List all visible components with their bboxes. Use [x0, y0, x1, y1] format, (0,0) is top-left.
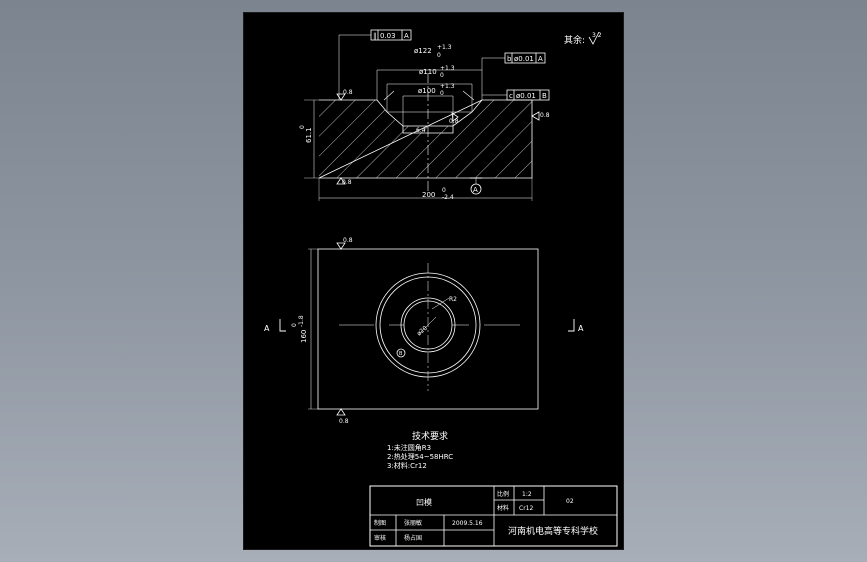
- rough-right-value: 0.8: [540, 112, 550, 119]
- section-arrow-left: [279, 319, 286, 332]
- rough-top-value: 0.8: [343, 89, 353, 96]
- rough-plan-bot: 0.8: [339, 418, 349, 425]
- plan-view: [317, 248, 539, 410]
- gdt-c-sym: c: [509, 92, 513, 100]
- dim-d122-lo: 0: [437, 52, 441, 59]
- tb-check-label: 审核: [374, 534, 386, 542]
- gdt-c-frame: c ø0.01 B: [482, 89, 550, 101]
- datum-a-label: A: [473, 186, 478, 194]
- dim-d122: ø122: [414, 47, 432, 55]
- dim-d110: ø110: [419, 68, 437, 76]
- tb-material-label: 材料: [497, 504, 509, 512]
- tech-item-3: 3:材料:Cr12: [387, 461, 427, 470]
- roughness-plan-top-icon: [336, 242, 346, 250]
- datum-b-label: B: [399, 351, 403, 357]
- tb-part-name: 凹模: [416, 497, 432, 507]
- tech-title: 技术要求: [412, 430, 448, 442]
- title-block: [369, 485, 618, 547]
- roughness-plan-bot-icon: [336, 408, 346, 416]
- gdt-flatness-sym: ∥: [373, 32, 377, 40]
- roughness-rest-value: 3.2: [592, 32, 602, 39]
- section-label-right: A: [578, 324, 584, 333]
- section-arrow-right: [568, 319, 575, 332]
- gdt-flatness-tol: 0.03: [380, 32, 396, 40]
- rough-bottom-value: 0.8: [342, 179, 352, 186]
- tb-qty: 02: [566, 498, 574, 505]
- tech-item-2: 2:热处理54~58HRC: [387, 452, 453, 461]
- gdt-flatness-frame: ∥ 0.03 A: [338, 29, 412, 100]
- gdt-b-datum: A: [538, 55, 543, 63]
- tb-scale-label: 比例: [497, 490, 509, 498]
- dim-small: 6.4: [416, 127, 426, 134]
- dim-d110-up: +1.3: [440, 65, 455, 72]
- section-label-left: A: [264, 324, 270, 333]
- gdt-flatness-datum: A: [404, 32, 409, 40]
- dim-width-up: 0: [442, 187, 446, 194]
- gdt-b-frame: b ø0.01 A: [481, 52, 546, 70]
- tb-check-name: 杨占国: [404, 534, 422, 542]
- tb-date: 2009.5.16: [452, 520, 483, 527]
- dim-d100-up: +1.3: [440, 83, 455, 90]
- gdt-b-tol: ø0.01: [514, 55, 534, 63]
- dim-height: 160: [300, 330, 308, 343]
- datum-a-marker: [470, 183, 482, 195]
- tb-scale-value: 1:2: [522, 491, 532, 498]
- tech-item-1: 1:未注圆角R3: [387, 443, 431, 452]
- dim-d122-up: +1.3: [437, 44, 452, 51]
- gdt-b-sym: b: [507, 55, 512, 63]
- tb-drawn-label: 制图: [374, 519, 386, 527]
- dim-thick-pre: 0: [299, 125, 306, 129]
- rough-inner-value: 0.8: [449, 118, 459, 125]
- dim-thick: 61.1: [305, 127, 313, 143]
- roughness-rest-label: 其余:: [564, 34, 585, 46]
- roughness-symbol-icon: [588, 31, 600, 45]
- tb-drawn-name: 张丽敏: [404, 519, 422, 527]
- dim-height-up: 0: [291, 323, 298, 327]
- center-dia: ø20: [416, 325, 429, 338]
- dim-d100: ø100: [418, 87, 436, 95]
- r-dim: R2: [449, 296, 457, 303]
- engineering-drawing: 其余: 3.2 ∥ 0.03 A b ø0.01 A: [264, 29, 618, 547]
- roughness-right-icon: [531, 111, 540, 121]
- roughness-inner-icon: [451, 112, 459, 122]
- rough-plan-top: 0.8: [343, 237, 353, 244]
- dim-width-lo: -2.4: [442, 194, 454, 201]
- section-view: [318, 69, 533, 193]
- dim-width: 200: [422, 191, 435, 199]
- roughness-top-icon: [336, 93, 346, 101]
- roughness-bottom-icon: [336, 177, 346, 185]
- gdt-c-tol: ø0.01: [516, 92, 536, 100]
- gdt-c-datum: B: [542, 92, 547, 100]
- tb-material-value: Cr12: [519, 505, 533, 512]
- tb-school: 河南机电高等专科学校: [508, 525, 598, 537]
- drawing-sheet: 其余: 3.2 ∥ 0.03 A b ø0.01 A: [244, 13, 623, 549]
- dim-height-lo: -1.8: [298, 315, 305, 327]
- dim-d110-lo: 0: [440, 72, 444, 79]
- dim-d100-lo: 0: [440, 90, 444, 97]
- datum-b-marker: [396, 348, 406, 358]
